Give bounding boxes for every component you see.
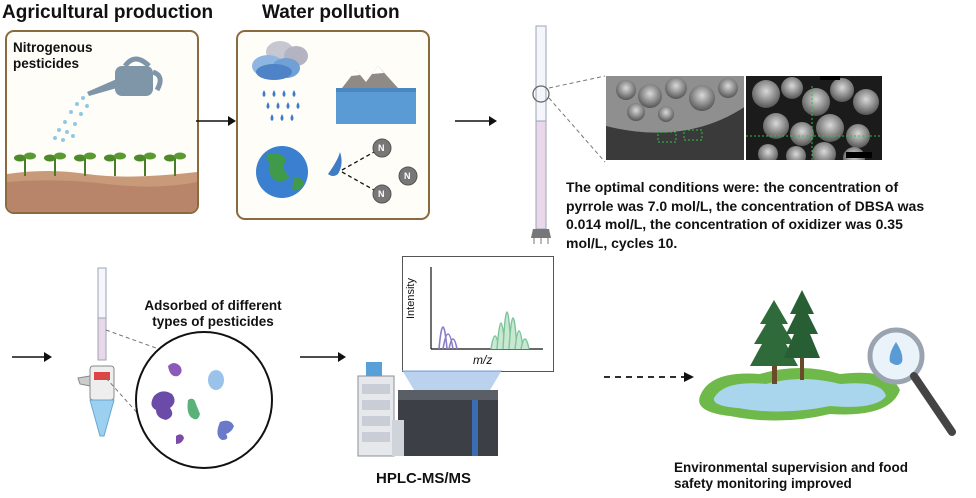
green-peaks (490, 311, 530, 350)
environment-illustration (699, 290, 956, 436)
lake-icon (699, 368, 900, 421)
water-pollution-title: Water pollution (262, 2, 400, 23)
adsorbed-particles-circle (105, 329, 273, 469)
spe-column-tube (531, 25, 551, 244)
pesticide-particles (151, 363, 234, 444)
magnifying-glass-icon (867, 327, 956, 436)
intensity-axis-label: Intensity (405, 278, 417, 319)
water-drop-icon (328, 152, 342, 176)
nitrogen-label-3: N (378, 189, 385, 199)
outcome-text: Environmental supervision and food safet… (674, 460, 909, 491)
water-pollution-illustration (252, 41, 418, 204)
mountain-lake-icon (336, 66, 416, 124)
purple-peaks (438, 326, 458, 350)
arrow-into-cartridge (12, 352, 52, 362)
spe-cartridge (77, 267, 115, 437)
adsorbed-pesticides-label: Adsorbed of different types of pesticide… (144, 298, 282, 329)
mz-axis-label: m/z (473, 353, 493, 367)
sem-micrograph (606, 76, 882, 160)
optimal-conditions-text: The optimal conditions were: the concent… (566, 179, 925, 251)
pine-trees-icon (750, 290, 820, 384)
zoom-guide-lines (548, 75, 606, 163)
agricultural-panel: Nitrogenous pesticides (5, 30, 199, 214)
agriculture-illustration (7, 56, 197, 212)
watering-can-icon (87, 56, 163, 96)
nitrogen-label-2: N (404, 171, 411, 181)
nitrogen-atoms (372, 138, 418, 204)
spray-drops (53, 96, 89, 142)
water-pollution-panel: N N N (236, 30, 430, 220)
arrow-to-hplc (300, 352, 346, 362)
dispersion-lines (341, 151, 375, 191)
sprouts (14, 152, 186, 176)
rain-cloud-icon (252, 41, 308, 80)
earth-icon (256, 146, 308, 198)
arrow-agri-to-water (196, 116, 236, 126)
nitrogenous-pesticides-label: Nitrogenous pesticides (13, 40, 93, 71)
agricultural-production-title: Agricultural production (2, 2, 214, 23)
nitrogen-label-1: N (378, 143, 385, 153)
hplc-ms-label: HPLC-MS/MS (376, 470, 471, 487)
arrow-water-to-column (455, 116, 497, 126)
dashed-arrow-to-outcome (604, 372, 694, 382)
hplc-ms-instrument (357, 362, 502, 457)
rain-drops (262, 90, 300, 121)
